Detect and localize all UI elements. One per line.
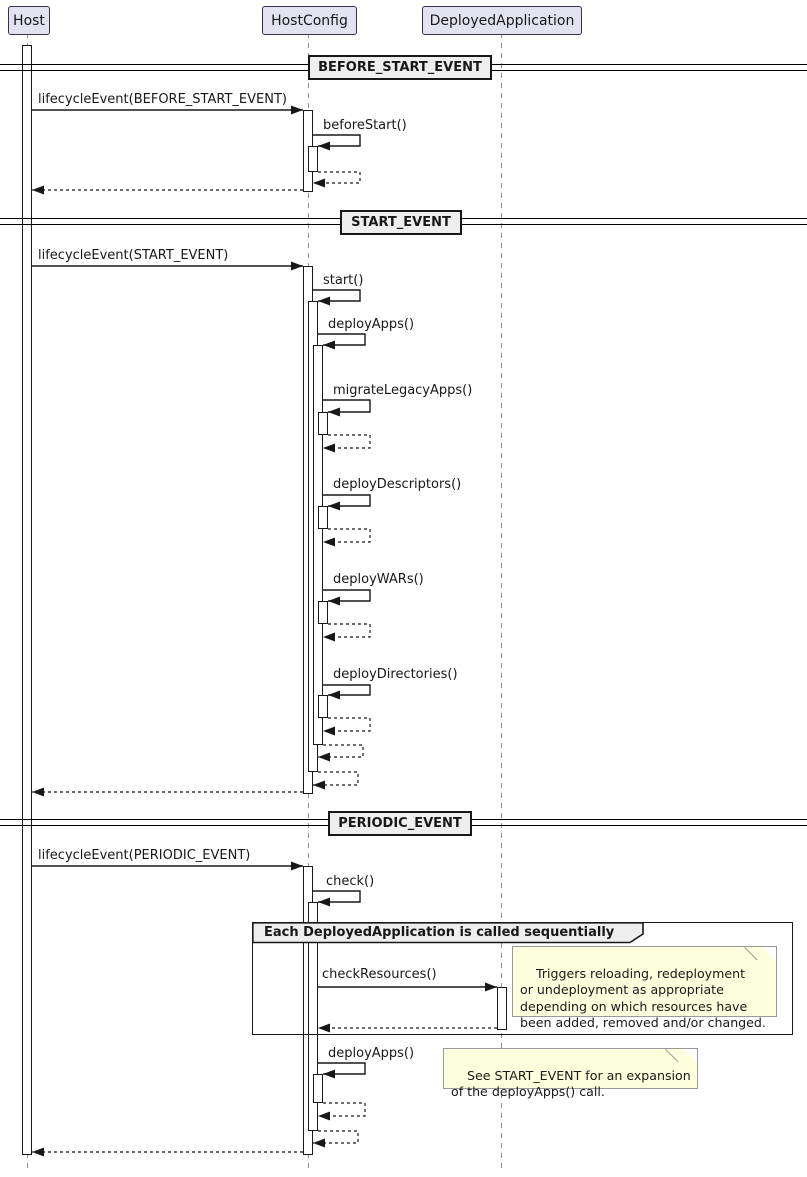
- activation-deploy-apps: [313, 345, 323, 745]
- note-fold-icon: [763, 947, 776, 960]
- note-fold-icon: [684, 1049, 697, 1062]
- label-deploy-apps-periodic: deployApps(): [328, 1046, 415, 1061]
- call-before-start: [313, 134, 361, 151]
- activation-deploy-directories: [318, 695, 328, 718]
- return-deploy-wars: [323, 623, 371, 642]
- label-deploy-descriptors: deployDescriptors(): [333, 477, 462, 492]
- activation-migrate-legacy-apps: [318, 412, 328, 435]
- note-deploy-apps-text: See START_EVENT for an expansion of the …: [451, 1067, 691, 1100]
- activation-check: [308, 902, 318, 1131]
- label-migrate-legacy-apps: migrateLegacyApps(): [333, 383, 473, 398]
- divider-start-event-label: START_EVENT: [351, 215, 451, 230]
- activation-deployedapplication-check-resources: [497, 987, 507, 1030]
- call-deploy-wars: [323, 589, 371, 606]
- group-header-pentagon: [252, 922, 644, 944]
- activation-host: [22, 45, 32, 1155]
- activation-deploy-apps-periodic: [313, 1074, 323, 1103]
- divider-before-start-event: BEFORE_START_EVENT: [308, 55, 492, 80]
- return-deploy-descriptors: [323, 528, 371, 547]
- participant-host: Host: [8, 6, 50, 35]
- activation-deploy-wars: [318, 601, 328, 624]
- return-before-start: [313, 171, 361, 188]
- participant-hostconfig: HostConfig: [262, 6, 357, 35]
- call-start: [313, 289, 361, 306]
- participant-deployedapplication: DeployedApplication: [422, 6, 582, 35]
- call-deploy-directories: [323, 684, 371, 700]
- divider-start-event: START_EVENT: [340, 210, 462, 235]
- call-check: [313, 890, 361, 907]
- activation-before-start: [308, 146, 318, 172]
- divider-periodic-event: PERIODIC_EVENT: [328, 811, 472, 836]
- label-deploy-directories: deployDirectories(): [333, 667, 458, 682]
- participant-hostconfig-label: HostConfig: [271, 12, 348, 29]
- divider-before-start-event-label: BEFORE_START_EVENT: [318, 60, 482, 75]
- label-lifecycle-periodic: lifecycleEvent(PERIODIC_EVENT): [38, 848, 251, 863]
- label-before-start: beforeStart(): [323, 118, 407, 133]
- participant-host-label: Host: [13, 12, 45, 29]
- return-deploy-apps: [318, 744, 364, 762]
- call-migrate-legacy-apps: [323, 399, 371, 417]
- label-lifecycle-start: lifecycleEvent(START_EVENT): [38, 248, 229, 263]
- group-label: Each DeployedApplication is called seque…: [264, 925, 615, 940]
- label-check: check(): [326, 874, 375, 889]
- call-deploy-apps-periodic: [318, 1062, 366, 1079]
- return-start: [313, 771, 359, 790]
- activation-deploy-descriptors: [318, 506, 328, 529]
- label-deploy-wars: deployWARs(): [333, 572, 424, 587]
- participant-deployedapplication-label: DeployedApplication: [429, 12, 575, 29]
- call-deploy-descriptors: [323, 494, 371, 511]
- divider-periodic-event-label: PERIODIC_EVENT: [338, 816, 462, 831]
- return-check: [313, 1130, 359, 1148]
- label-lifecycle-before-start: lifecycleEvent(BEFORE_START_EVENT): [38, 92, 287, 107]
- note-deploy-apps: See START_EVENT for an expansion of the …: [443, 1048, 698, 1099]
- label-check-resources: checkResources(): [322, 967, 437, 982]
- label-deploy-apps: deployApps(): [328, 317, 415, 332]
- return-migrate-legacy-apps: [323, 434, 371, 453]
- return-deploy-directories: [323, 717, 371, 736]
- note-check-resources-text: Triggers reloading, redeployment or unde…: [520, 965, 766, 1031]
- call-deploy-apps: [318, 333, 366, 350]
- label-start: start(): [323, 273, 364, 288]
- note-check-resources: Triggers reloading, redeployment or unde…: [512, 946, 777, 1030]
- return-deploy-apps-periodic: [318, 1102, 366, 1121]
